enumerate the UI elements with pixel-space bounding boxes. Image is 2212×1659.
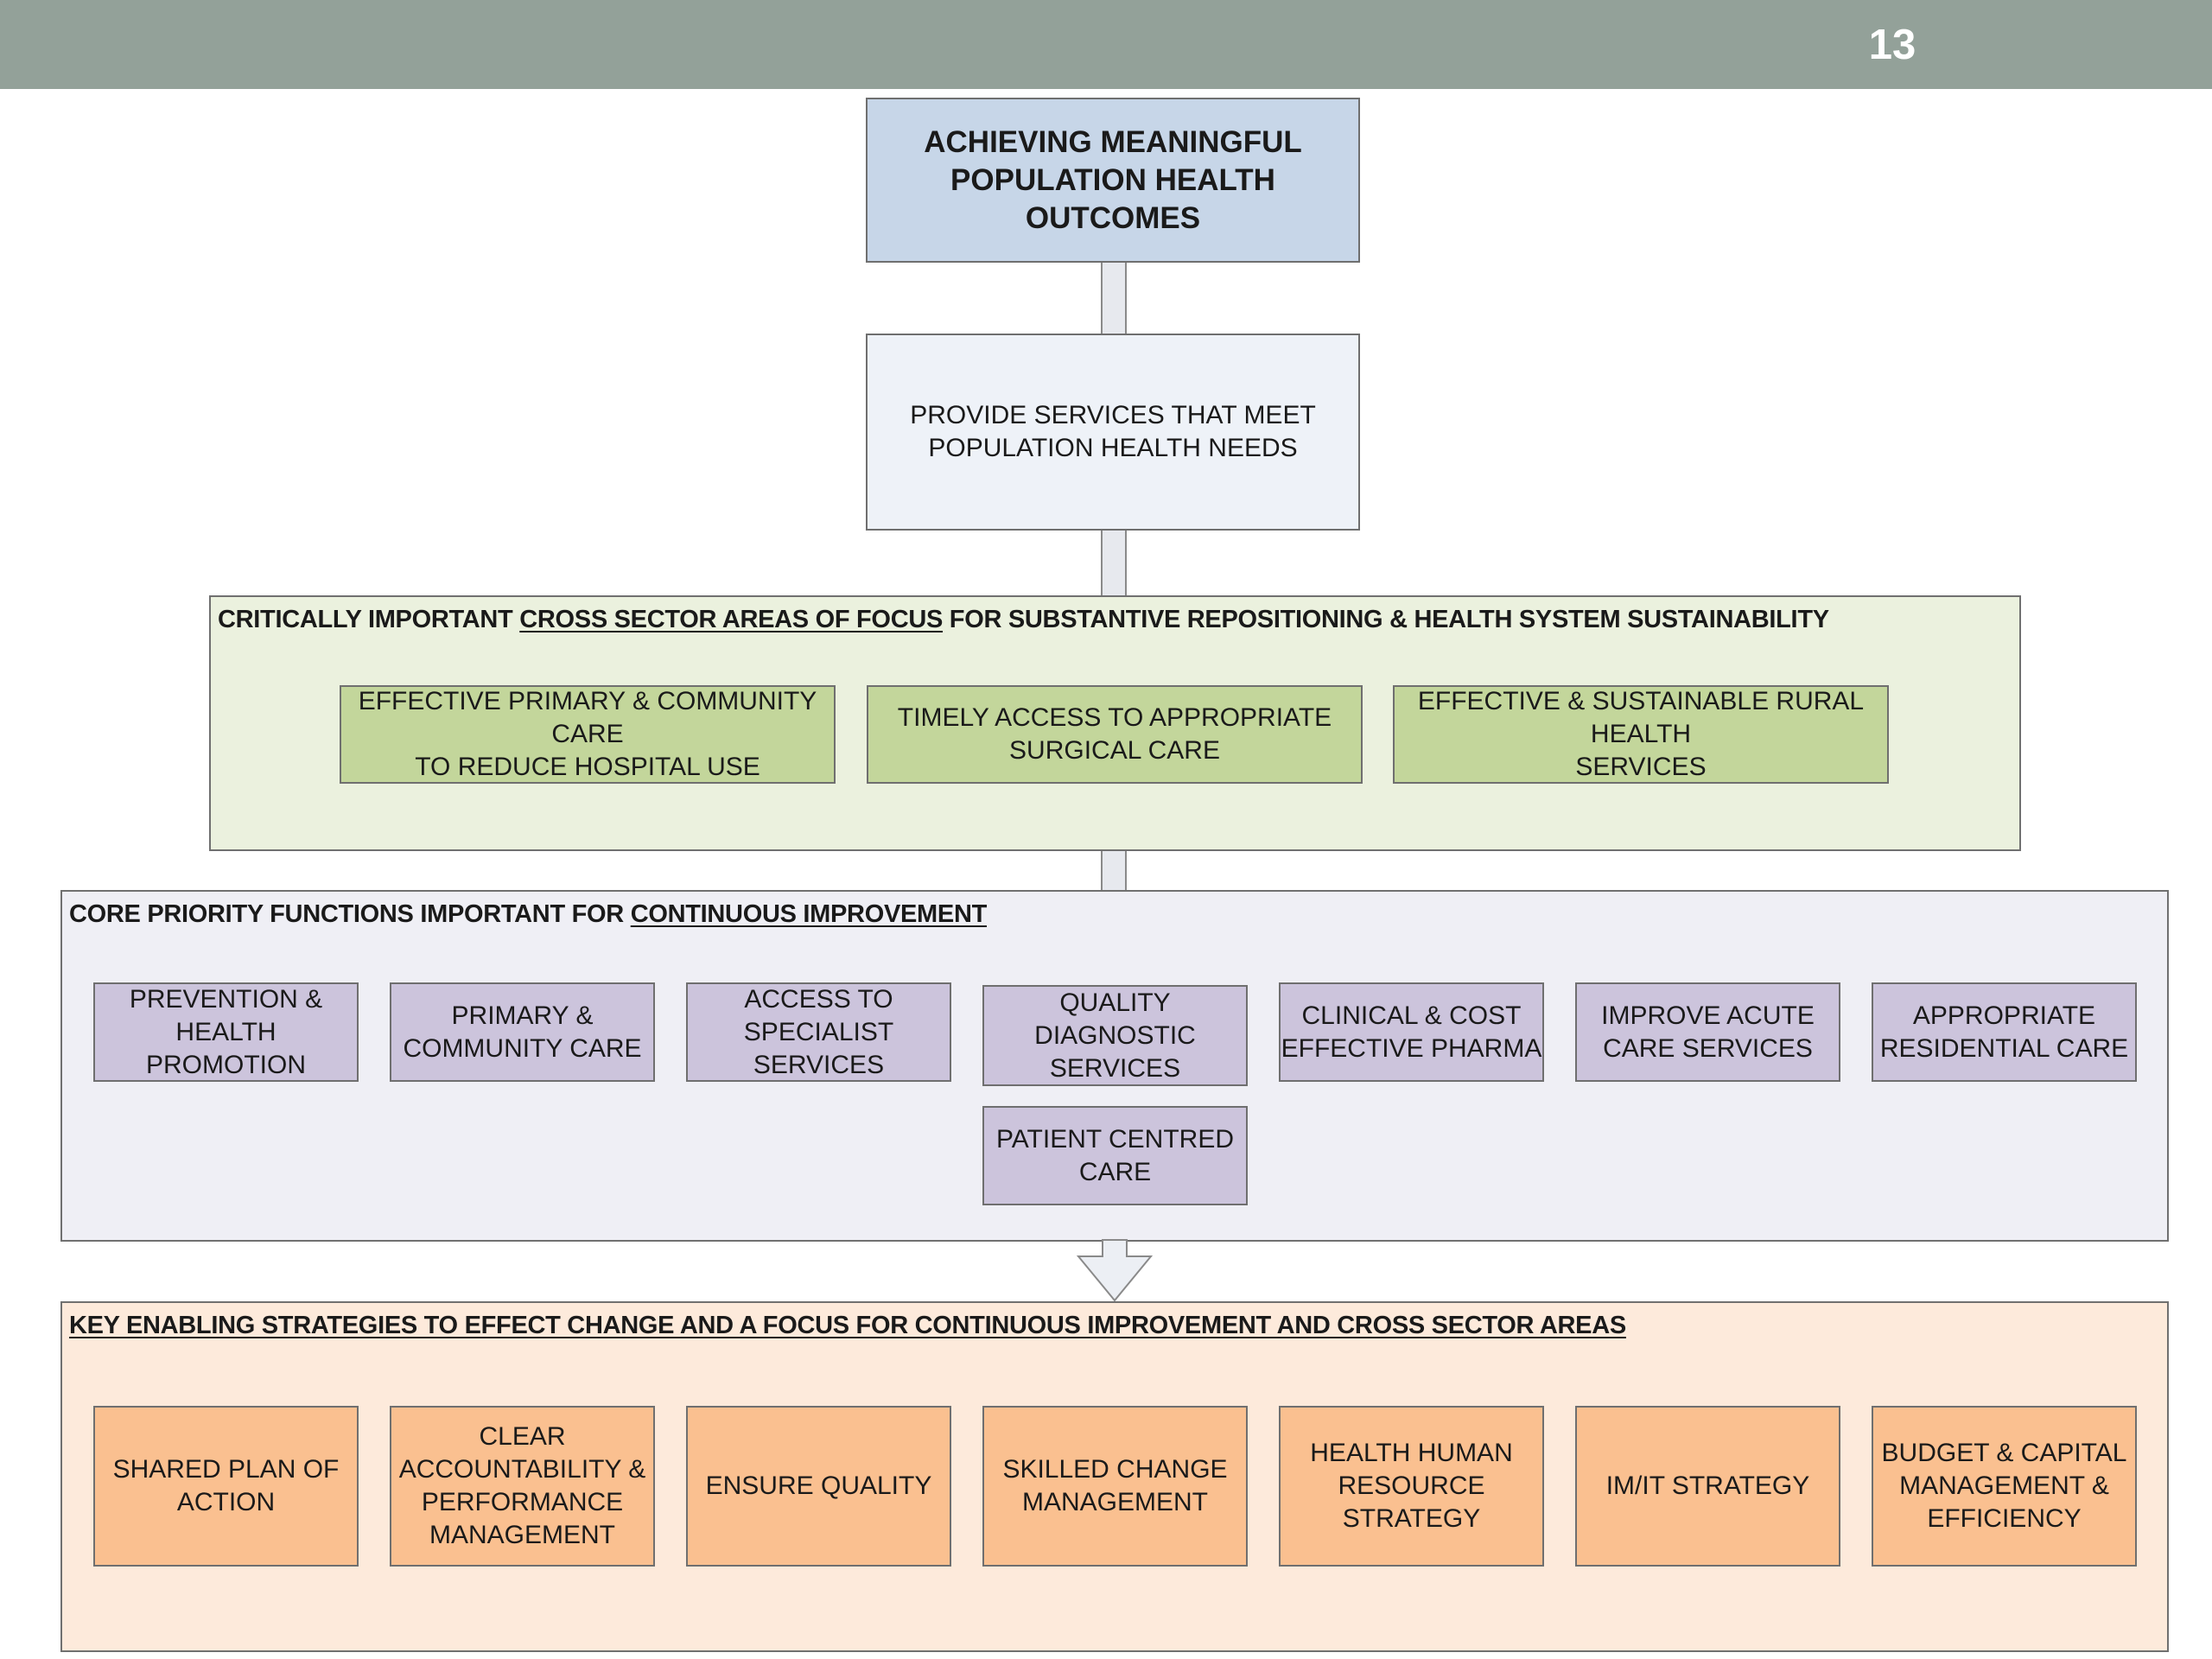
connector-services-cross-sector	[1101, 528, 1127, 597]
core-priority-item: QUALITY DIAGNOSTIC SERVICES	[982, 985, 1248, 1086]
enabling-strategy-item: ENSURE QUALITY	[686, 1406, 951, 1567]
cross-sector-title: CRITICALLY IMPORTANT CROSS SECTOR AREAS …	[218, 606, 1829, 633]
connector-goal-services	[1101, 260, 1127, 336]
header-bar	[0, 0, 2212, 89]
services-box: PROVIDE SERVICES THAT MEET POPULATION HE…	[866, 334, 1360, 531]
connector-cross-sector-core	[1101, 849, 1127, 893]
enabling-strategy-item: BUDGET & CAPITAL MANAGEMENT & EFFICIENCY	[1872, 1406, 2137, 1567]
cross-sector-item: TIMELY ACCESS TO APPROPRIATE SURGICAL CA…	[867, 685, 1363, 784]
core-priority-item: PATIENT CENTRED CARE	[982, 1106, 1248, 1205]
slide-number: 13	[1868, 22, 1916, 68]
core-priority-item: ACCESS TO SPECIALIST SERVICES	[686, 982, 951, 1082]
enabling-strategies-title: KEY ENABLING STRATEGIES TO EFFECT CHANGE…	[69, 1312, 1626, 1339]
goal-box: ACHIEVING MEANINGFUL POPULATION HEALTH O…	[866, 98, 1360, 263]
core-priority-item: CLINICAL & COST EFFECTIVE PHARMA	[1279, 982, 1544, 1082]
core-priority-item: PRIMARY & COMMUNITY CARE	[390, 982, 655, 1082]
core-priority-item: PREVENTION & HEALTH PROMOTION	[93, 982, 359, 1082]
core-priority-item: IMPROVE ACUTE CARE SERVICES	[1575, 982, 1840, 1082]
core-priority-item: APPROPRIATE RESIDENTIAL CARE	[1872, 982, 2137, 1082]
core-priority-title: CORE PRIORITY FUNCTIONS IMPORTANT FOR CO…	[69, 900, 988, 928]
enabling-strategy-item: SKILLED CHANGE MANAGEMENT	[982, 1406, 1248, 1567]
cross-sector-item: EFFECTIVE & SUSTAINABLE RURAL HEALTH SER…	[1393, 685, 1889, 784]
enabling-strategy-item: HEALTH HUMAN RESOURCE STRATEGY	[1279, 1406, 1544, 1567]
enabling-strategy-item: IM/IT STRATEGY	[1575, 1406, 1840, 1567]
down-arrow-icon	[1077, 1239, 1153, 1302]
enabling-strategy-item: CLEAR ACCOUNTABILITY & PERFORMANCE MANAG…	[390, 1406, 655, 1567]
cross-sector-item: EFFECTIVE PRIMARY & COMMUNITY CARE TO RE…	[340, 685, 836, 784]
enabling-strategy-item: SHARED PLAN OF ACTION	[93, 1406, 359, 1567]
